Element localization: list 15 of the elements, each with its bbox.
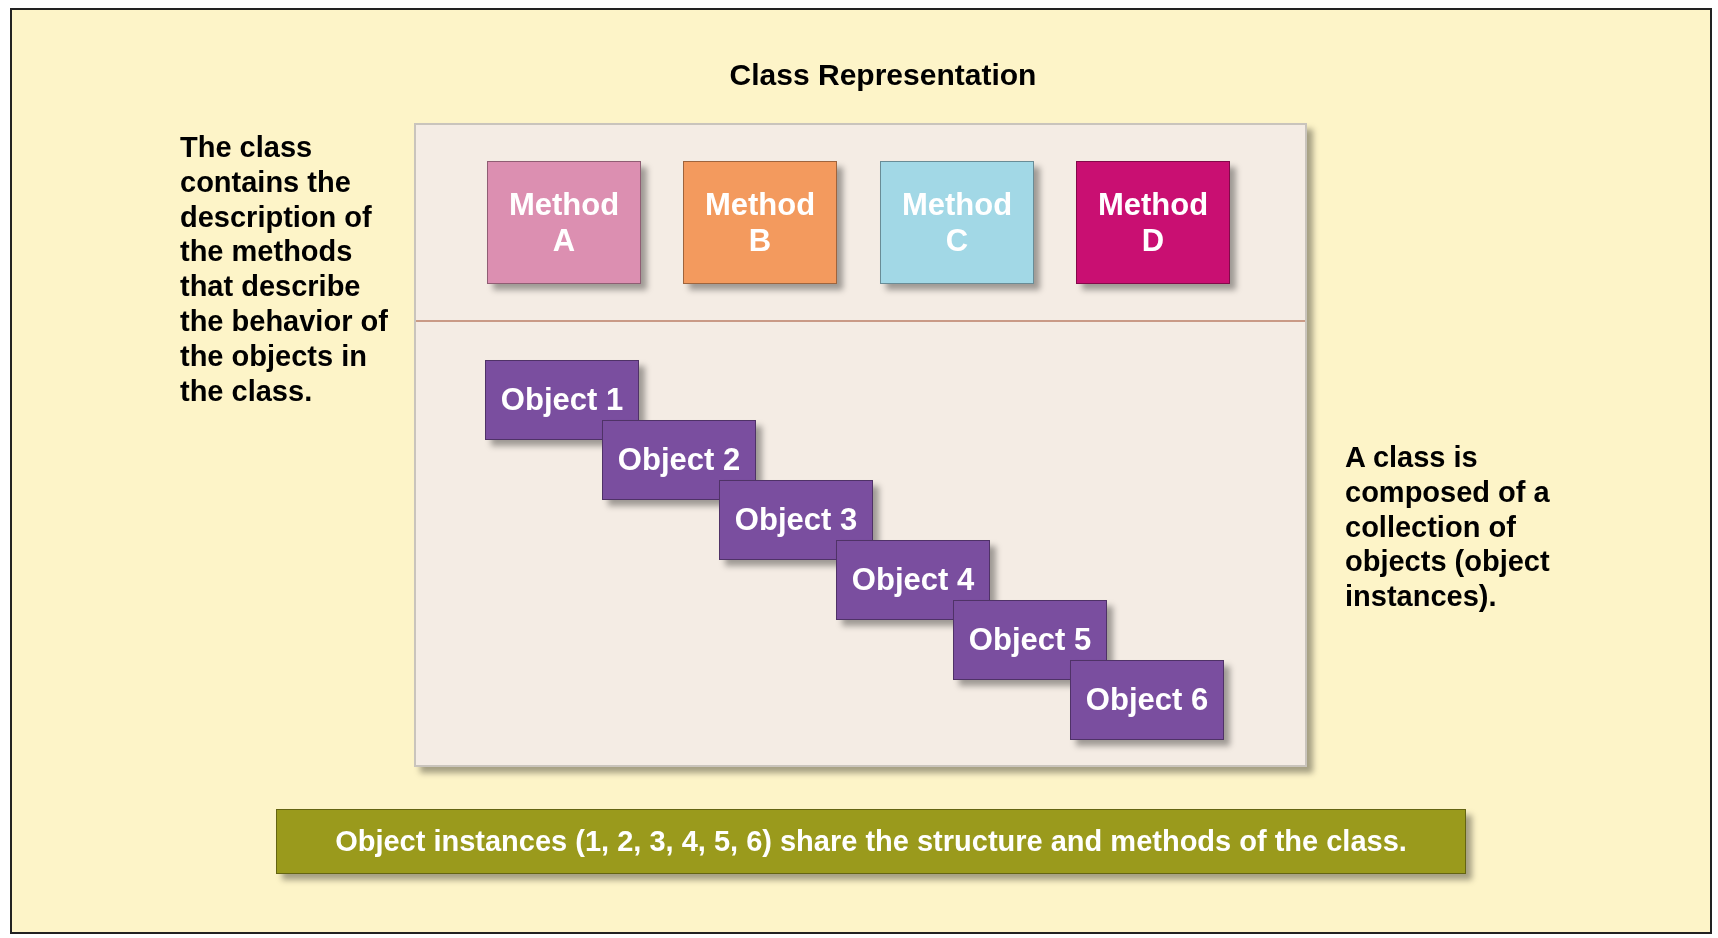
- banner: Object instances (1, 2, 3, 4, 5, 6) share the structure and methods of the class.: [276, 809, 1466, 874]
- object-box: Object 6: [1070, 660, 1224, 740]
- object-box: Object 4: [836, 540, 990, 620]
- object-box: Object 2: [602, 420, 756, 500]
- object-box: Object 3: [719, 480, 873, 560]
- object-box: Object 1: [485, 360, 639, 440]
- note-text: The class contains the description of the methods that describe the behavior of the objects in the class.: [180, 130, 389, 409]
- method-box: Method B: [683, 161, 837, 284]
- title: Class Representation: [728, 58, 1038, 92]
- class-panel: [414, 123, 1307, 767]
- note-text: A class is composed of a collection of objects (object instances).: [1345, 440, 1551, 614]
- method-box: Method C: [880, 161, 1034, 284]
- method-box: Method A: [487, 161, 641, 284]
- method-box: Method D: [1076, 161, 1230, 284]
- object-box: Object 5: [953, 600, 1107, 680]
